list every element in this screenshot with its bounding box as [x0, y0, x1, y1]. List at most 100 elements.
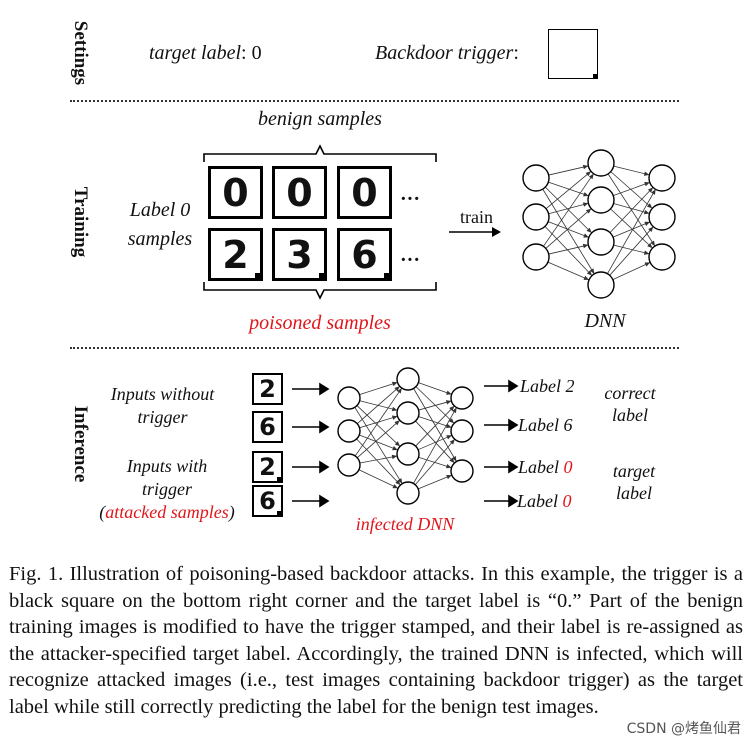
- network-edge: [418, 382, 452, 395]
- network-edge-arrowhead: [643, 171, 650, 176]
- network-edge-arrowhead: [394, 420, 400, 426]
- network-edge: [613, 182, 650, 196]
- network-edge-arrowhead: [650, 240, 655, 247]
- output-label: Label 2: [520, 376, 575, 396]
- network-node: [587, 186, 615, 214]
- network-edge: [543, 173, 594, 247]
- network-edge-arrowhead: [582, 243, 589, 249]
- network-node: [450, 419, 474, 443]
- network-node: [396, 401, 420, 425]
- network-node: [648, 243, 676, 271]
- network-edge: [418, 474, 452, 490]
- network-edge-arrowhead: [586, 227, 592, 233]
- network-edge: [612, 262, 651, 280]
- network-edge-arrowhead: [446, 475, 452, 480]
- watermark: CSDN @烤鱼仙君: [626, 721, 741, 737]
- network-edge: [356, 419, 401, 459]
- trigger-square: [319, 273, 324, 278]
- network-edge: [359, 434, 398, 451]
- trigger-square: [277, 477, 281, 481]
- benign-samples-label: benign samples: [258, 108, 382, 130]
- network-edge: [609, 187, 654, 233]
- target-label-annotation: target label: [612, 461, 656, 503]
- network-node: [450, 459, 474, 483]
- backdoor-trigger-colon: :: [513, 42, 519, 64]
- poisoned-ellipsis: ···: [400, 249, 421, 271]
- attacked-samples-text: attacked samples: [105, 502, 229, 522]
- correct-label-annotation: correct label: [604, 383, 656, 425]
- network-edge-arrowhead: [582, 202, 589, 207]
- network-edge-arrowhead: [449, 457, 455, 463]
- network-edge: [354, 387, 403, 457]
- output-label: Label 0: [518, 457, 573, 477]
- network-edge-arrowhead: [643, 250, 650, 255]
- output-label: Label 0: [517, 491, 572, 511]
- network-edge: [545, 170, 592, 210]
- network-edge-arrowhead: [397, 478, 403, 484]
- network-edge-arrowhead: [449, 405, 455, 412]
- network-edge-arrowhead: [651, 189, 656, 195]
- benign-brace: [203, 144, 437, 162]
- network-node: [337, 453, 361, 477]
- network-node: [648, 203, 676, 231]
- poisoned-brace: [203, 282, 437, 300]
- network-edge: [548, 165, 589, 176]
- inputs-without-trigger-label: Inputs without trigger: [110, 384, 215, 427]
- network-edge: [607, 189, 656, 274]
- network-edge-arrowhead: [449, 439, 455, 445]
- network-node: [450, 386, 474, 410]
- network-edge: [415, 405, 455, 447]
- trigger-square: [277, 511, 281, 515]
- network-edge-arrowhead: [647, 242, 653, 249]
- network-edge-arrowhead: [445, 423, 452, 429]
- network-edge-arrowhead: [397, 388, 402, 394]
- network-edge-arrowhead: [589, 268, 595, 274]
- network-edge-arrowhead: [394, 441, 401, 447]
- network-edge: [610, 208, 653, 249]
- section-title-training: Training: [70, 186, 91, 258]
- poisoned-digit-tile: 6: [337, 228, 392, 281]
- inference-input-tile: 2: [252, 373, 283, 405]
- network-edge-arrowhead: [644, 182, 650, 187]
- network-edge-arrowhead: [588, 173, 594, 180]
- separator-training-inference: [70, 347, 679, 349]
- network-edge-arrowhead: [644, 262, 651, 267]
- benign-digit-tile: 0: [272, 166, 327, 219]
- network-edge-arrowhead: [448, 418, 455, 424]
- network-edge: [413, 407, 457, 484]
- network-edge: [613, 165, 650, 176]
- network-edge: [542, 188, 595, 275]
- network-edge: [613, 203, 650, 214]
- network-edge-arrowhead: [585, 171, 592, 177]
- network-edge-arrowhead: [648, 226, 654, 232]
- inputs-with-trigger-label: Inputs with trigger (attacked samples): [99, 456, 235, 522]
- network-node: [522, 243, 550, 271]
- network-edge: [548, 181, 589, 197]
- network-edge: [414, 439, 456, 485]
- dnn-label: DNN: [584, 310, 626, 332]
- network-node: [337, 386, 361, 410]
- network-edge: [613, 244, 650, 255]
- network-edge-arrowhead: [451, 455, 457, 462]
- network-edge: [547, 221, 590, 238]
- infected-dnn-network: [337, 367, 474, 505]
- target-label-value: : 0: [241, 42, 262, 64]
- network-edge: [359, 381, 398, 396]
- network-edge-arrowhead: [446, 435, 452, 440]
- target-label-setting: target label: 0: [149, 42, 262, 65]
- network-edge-arrowhead: [586, 270, 593, 276]
- network-edge: [544, 226, 593, 276]
- network-edge-arrowhead: [445, 464, 452, 469]
- network-node: [648, 164, 676, 192]
- section-title-inference: Inference: [70, 405, 91, 483]
- output-arrows: [484, 379, 519, 508]
- network-edge-arrowhead: [392, 446, 398, 451]
- network-edge-arrowhead: [452, 407, 457, 414]
- network-edge: [548, 244, 589, 255]
- network-node: [337, 419, 361, 443]
- separator-settings-training: [70, 100, 679, 102]
- poisoned-digit-tile: 2: [208, 228, 263, 281]
- benign-ellipsis: ···: [400, 188, 421, 210]
- network-edge: [417, 434, 453, 451]
- network-edge-arrowhead: [644, 221, 650, 226]
